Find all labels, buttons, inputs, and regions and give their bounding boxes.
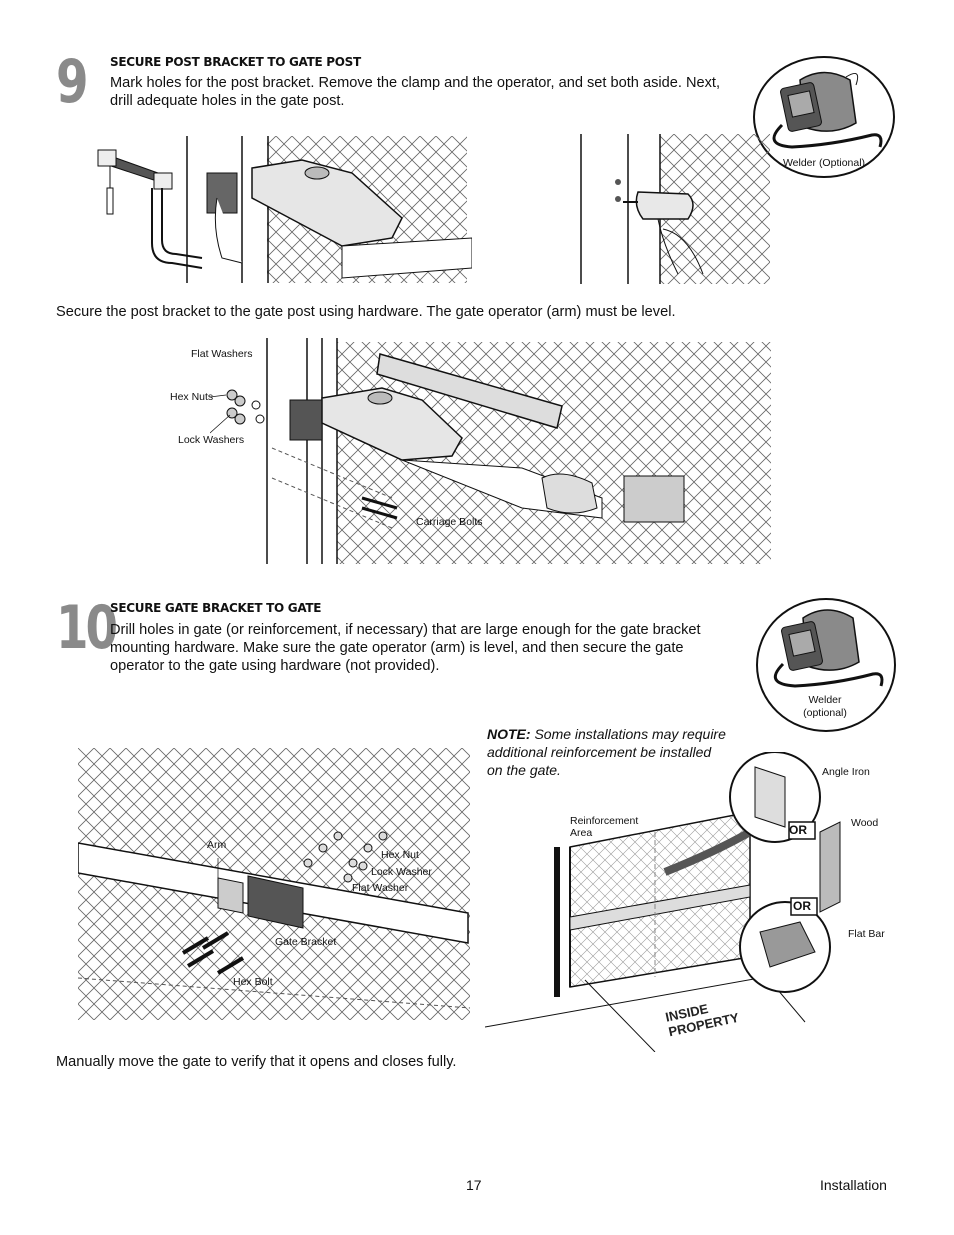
- welder-label-2a: Welder: [808, 694, 842, 706]
- hex-nut-label: Hex Nut: [381, 849, 419, 861]
- step10-heading: SECURE GATE BRACKET TO GATE: [110, 601, 322, 615]
- mark-holes-illustration: [92, 128, 473, 283]
- gate-bracket-illustration: [77, 748, 471, 1020]
- welder-optional-illustration: Welder (Optional): [752, 55, 896, 179]
- hex-bolt-label: Hex Bolt: [233, 976, 273, 988]
- step-number-10: 10: [56, 593, 118, 663]
- post-bracket-hardware-illustration: [227, 338, 772, 566]
- reinforcement-area-label-2: Area: [570, 827, 593, 839]
- step9-instructions: Mark holes for the post bracket. Remove …: [110, 75, 721, 109]
- welder-label: Welder (Optional): [782, 157, 866, 169]
- reinforcement-area-label-1: Reinforcement: [570, 815, 639, 827]
- or-badge-2: OR: [793, 899, 811, 913]
- lock-washer-label: Lock Washer: [371, 866, 432, 878]
- hex-nuts-label: Hex Nuts: [170, 391, 214, 403]
- step-number-9: 9: [56, 47, 89, 117]
- flat-washer-label: Flat Washer: [352, 882, 409, 894]
- lock-washers-label: Lock Washers: [178, 434, 245, 446]
- or-badge-1: OR: [789, 823, 807, 837]
- reinforcement-note: NOTE: Some installations may require add…: [487, 725, 727, 779]
- page-number: 17: [466, 1177, 482, 1193]
- section-name: Installation: [820, 1177, 887, 1193]
- wood-label: Wood: [851, 817, 879, 829]
- note-text: Some installations may require additiona…: [487, 726, 726, 778]
- angle-iron-label: Angle Iron: [822, 766, 870, 778]
- step10-instructions: Drill holes in gate (or reinforcement, i…: [110, 622, 701, 674]
- welder-optional-illustration-2: Welder (optional): [755, 596, 899, 734]
- step9-heading: SECURE POST BRACKET TO GATE POST: [110, 55, 361, 69]
- hardware-parts: [209, 385, 270, 435]
- flat-washers-label: Flat Washers: [191, 348, 253, 360]
- note-prefix: NOTE:: [487, 726, 531, 742]
- reinforcement-illustration: [484, 751, 865, 1053]
- flat-bar-label: Flat Bar: [848, 928, 885, 940]
- welder-label-2b: (optional): [803, 707, 847, 719]
- secure-post-bracket-text: Secure the post bracket to the gate post…: [56, 304, 676, 320]
- gate-bracket-label: Gate Bracket: [275, 936, 337, 948]
- drill-holes-illustration: [578, 134, 773, 284]
- verify-gate-text: Manually move the gate to verify that it…: [56, 1054, 457, 1070]
- carriage-bolts-label: Carriage Bolts: [416, 516, 483, 528]
- arm-label: Arm: [207, 839, 227, 851]
